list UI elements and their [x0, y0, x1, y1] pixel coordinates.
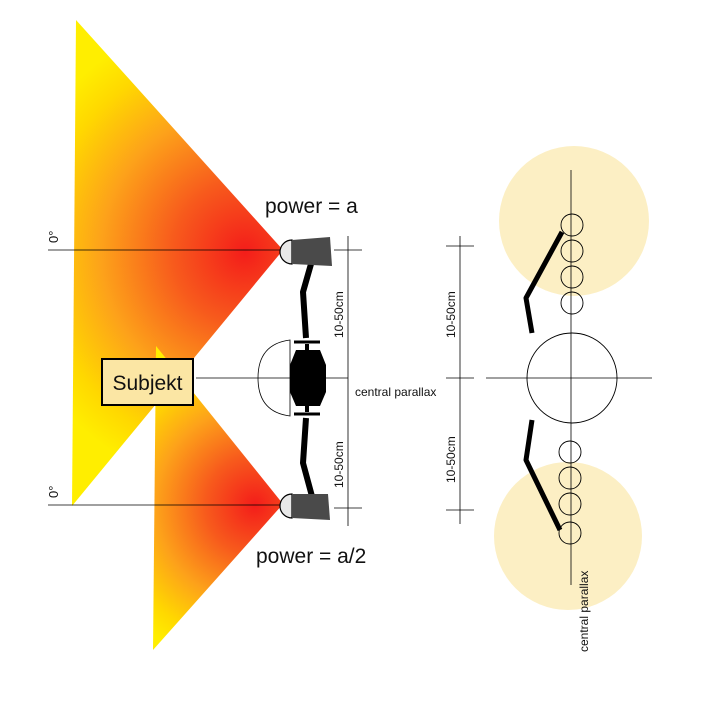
distance-label-right-lower: 10-50cm — [444, 436, 458, 483]
light-halo-top — [499, 146, 649, 296]
light-cone-bottom — [153, 346, 283, 650]
lamp-head-top — [292, 237, 332, 266]
parallax-label-left: central parallax — [355, 385, 436, 399]
rig-arm-bottom — [300, 417, 316, 501]
lamp-circles-top — [560, 213, 584, 315]
lamp-diffuser-top — [279, 239, 293, 265]
power-label-bottom: power = a/2 — [256, 545, 366, 568]
rig-arm-top — [300, 256, 316, 339]
rig-front — [523, 230, 565, 334]
distance-label-left-upper: 10-50cm — [332, 291, 346, 338]
rig-front-lower — [523, 419, 563, 532]
lamp-diffuser-bottom — [279, 493, 293, 519]
subject-circle — [526, 332, 618, 424]
distance-label-right-upper: 10-50cm — [444, 291, 458, 338]
angle-label-bottom: 0° — [46, 486, 61, 498]
subject-box — [101, 358, 194, 406]
parallax-label-right: central parallax — [577, 571, 591, 652]
angle-label-top: 0° — [46, 231, 61, 243]
side-view: 0° 0° Subjekt 10-50cm 10-50cm central pa… — [46, 20, 436, 650]
subject-outline — [257, 339, 291, 417]
subject-label: Subjekt — [112, 372, 182, 395]
lamp-head-bottom — [292, 494, 330, 520]
distance-label-left-lower: 10-50cm — [332, 441, 346, 488]
lamp-circles-bottom — [558, 440, 582, 545]
light-halo-bottom — [494, 462, 642, 610]
front-view: 10-50cm 10-50cm central parallax — [444, 146, 652, 652]
power-label-top: power = a — [265, 195, 358, 218]
